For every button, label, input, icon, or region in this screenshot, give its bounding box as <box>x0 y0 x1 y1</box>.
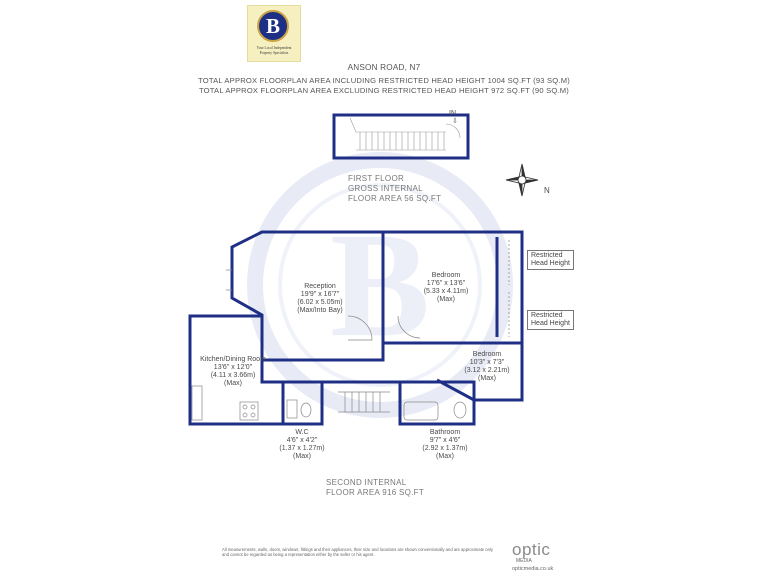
disclaimer-text: All measurements, walls, doors, windows,… <box>222 547 493 558</box>
agency-logo: B Your Local Independent Property Specia… <box>247 5 301 62</box>
room-bedroom-1: Bedroom 17'6" x 13'6" (5.33 x 4.11m) (Ma… <box>423 272 469 303</box>
svg-text:B: B <box>330 202 430 368</box>
optic-media-sub: MEDIA <box>516 558 532 564</box>
property-title: ANSON ROAD, N7 <box>347 63 421 72</box>
second-floor-walls <box>188 230 524 426</box>
restricted-head-height-tag-1: Restricted Head Height <box>527 250 574 270</box>
fittings <box>191 233 510 421</box>
entrance-arrow-icon: ⇩ <box>452 118 458 125</box>
room-reception: Reception 19'9" x 16'7" (6.02 x 5.05m) (… <box>297 283 343 314</box>
room-kitchen-dining: Kitchen/Dining Room 13'6" x 12'0" (4.11 … <box>200 356 266 387</box>
room-bedroom-2: Bedroom 10'3" x 7'3" (3.12 x 2.21m) (Max… <box>464 351 510 382</box>
compass-rose <box>505 163 539 197</box>
area-excluding-line: TOTAL APPROX FLOORPLAN AREA EXCLUDING RE… <box>198 86 570 95</box>
room-wc: W.C 4'6" x 4'2" (1.37 x 1.27m) (Max) <box>279 429 325 460</box>
stair-treads <box>349 117 461 151</box>
restricted-head-height-tag-2: Restricted Head Height <box>527 310 574 330</box>
logo-tagline: Your Local Independent Property Speciali… <box>256 46 292 55</box>
first-floor-stair <box>332 113 470 160</box>
optic-media-logo: optic <box>512 540 551 559</box>
area-including-line: TOTAL APPROX FLOORPLAN AREA INCLUDING RE… <box>198 76 570 85</box>
compass-north-label: N <box>544 186 550 195</box>
room-bathroom: Bathroom 9'7" x 4'6" (2.92 x 1.37m) (Max… <box>422 429 468 460</box>
second-floor-label: SECOND INTERNAL FLOOR AREA 916 SQ.FT <box>326 478 425 497</box>
entrance-label: IN <box>449 110 456 117</box>
optic-media-url: opticmedia.co.uk <box>512 566 554 572</box>
first-floor-label: FIRST FLOOR GROSS INTERNAL FLOOR AREA 56… <box>348 174 442 203</box>
logo-emblem: B <box>257 10 289 42</box>
